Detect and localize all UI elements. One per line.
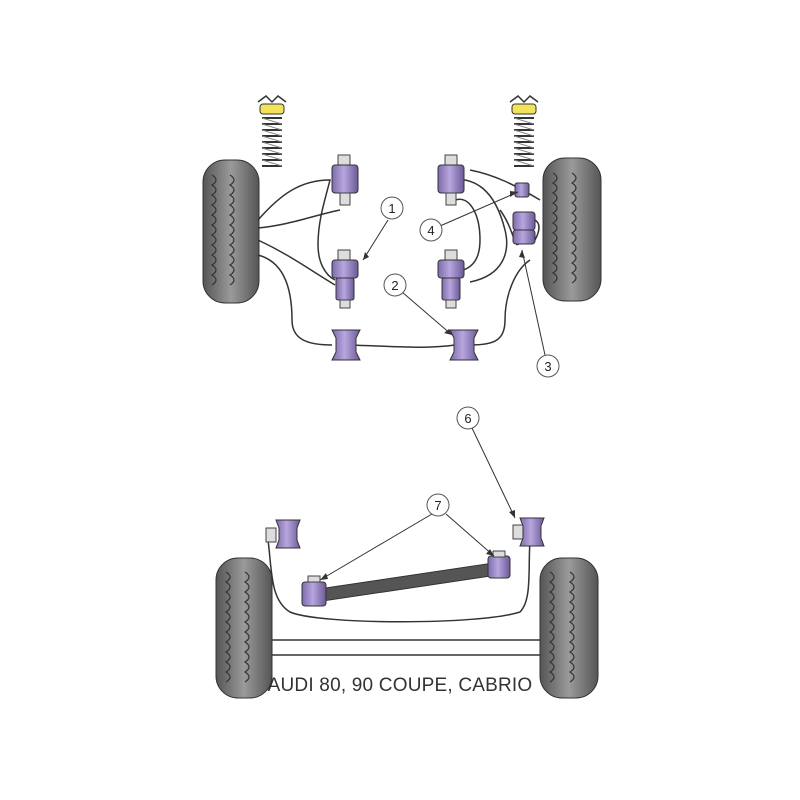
front-left-tyre <box>202 159 260 304</box>
front-right-tyre <box>542 157 602 302</box>
front-bush-lower-left <box>331 249 359 309</box>
callout-label: 7 <box>434 498 441 513</box>
drop-link-bush-top <box>514 182 530 198</box>
rear-right-tyre <box>539 557 599 699</box>
front-bush-upper-right <box>437 154 465 206</box>
rear-bush-left <box>265 519 301 549</box>
callout-label: 6 <box>464 411 471 426</box>
model-caption: AUDI 80, 90 COUPE, CABRIO <box>267 675 533 696</box>
callout-label: 2 <box>391 278 398 293</box>
front-right-spring <box>509 95 539 167</box>
anti-roll-bar-bush-right <box>449 329 479 361</box>
callout-3: 3 <box>519 249 560 378</box>
rear-left-tyre <box>215 557 273 699</box>
front-arms <box>257 169 541 348</box>
rear-bush-right <box>512 517 545 547</box>
panhard-bush-right <box>487 550 511 579</box>
anti-roll-bar-bush-left <box>331 329 361 361</box>
front-bush-lower-right <box>437 249 465 309</box>
front-bush-upper-left <box>331 154 359 206</box>
panhard-bush-left <box>301 575 327 607</box>
callout-2: 2 <box>383 273 453 336</box>
callout-6: 6 <box>456 406 516 519</box>
front-left-spring <box>257 95 287 167</box>
callout-4: 4 <box>419 191 519 242</box>
callout-7: 7 <box>319 493 495 581</box>
callout-label: 1 <box>388 201 395 216</box>
callout-label: 4 <box>427 223 434 238</box>
drop-link-bush <box>512 211 540 245</box>
rear-axle-beam <box>267 539 540 656</box>
callout-label: 3 <box>544 359 551 374</box>
callout-1: 1 <box>362 196 404 261</box>
